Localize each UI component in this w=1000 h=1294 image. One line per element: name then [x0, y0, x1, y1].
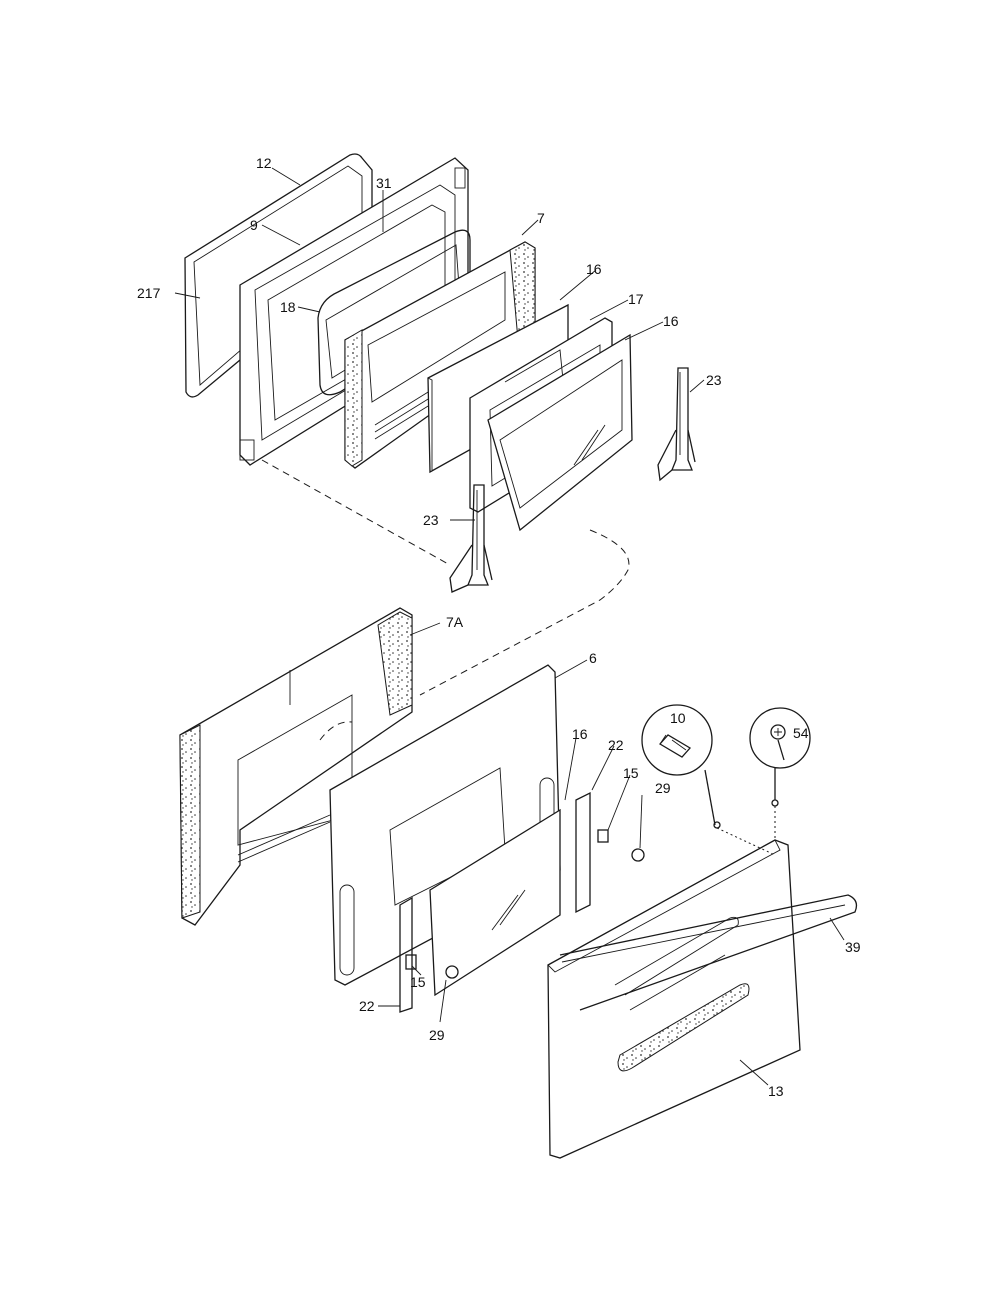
callout-6: 6 [589, 650, 597, 666]
callout-10: 10 [670, 710, 686, 726]
callout-23-right: 23 [706, 372, 722, 388]
part-22-bracket-right [575, 791, 591, 914]
callout-29-right: 29 [655, 780, 671, 796]
callout-16-upper: 16 [586, 261, 602, 277]
part-7A-insulation-frame [179, 607, 413, 926]
part-22-bracket-left [399, 896, 413, 1013]
part-16-glass-lower [487, 333, 633, 532]
callout-13: 13 [768, 1083, 784, 1099]
callout-54: 54 [793, 725, 809, 741]
callout-217: 217 [137, 285, 161, 301]
leader-lines [174, 167, 845, 1086]
callout-labels: 12 31 9 7 217 18 16 17 16 23 23 7A 6 10 … [137, 155, 861, 1099]
part-16-glass-door [429, 808, 561, 997]
callout-7: 7 [537, 210, 545, 226]
part-54-screw-detail [749, 707, 811, 807]
part-29-bumper-left [445, 965, 459, 979]
callout-31: 31 [376, 175, 392, 191]
callout-18: 18 [280, 299, 296, 315]
part-10-screw-detail [641, 704, 721, 829]
callout-15-left: 15 [410, 974, 426, 990]
part-15-clip-right [597, 829, 609, 843]
part-23-hinge-right [657, 367, 696, 482]
part-23-hinge-left [449, 484, 493, 593]
callout-22-right: 22 [608, 737, 624, 753]
callout-16-lower: 16 [572, 726, 588, 742]
callout-9: 9 [250, 217, 258, 233]
part-39-handle [559, 894, 858, 1011]
callout-7A: 7A [446, 614, 464, 630]
callout-39: 39 [845, 939, 861, 955]
part-9-inner-frame [239, 157, 469, 466]
part-7-insulation [344, 241, 536, 469]
callout-12: 12 [256, 155, 272, 171]
callout-15-right: 15 [623, 765, 639, 781]
callout-29-left: 29 [429, 1027, 445, 1043]
part-29-bumper-right [631, 848, 645, 862]
callout-17: 17 [628, 291, 644, 307]
part-15-clip-left [405, 954, 417, 970]
callout-23-left: 23 [423, 512, 439, 528]
part-13-front-panel [547, 839, 801, 1159]
callout-22-left: 22 [359, 998, 375, 1014]
callout-16-middle: 16 [663, 313, 679, 329]
